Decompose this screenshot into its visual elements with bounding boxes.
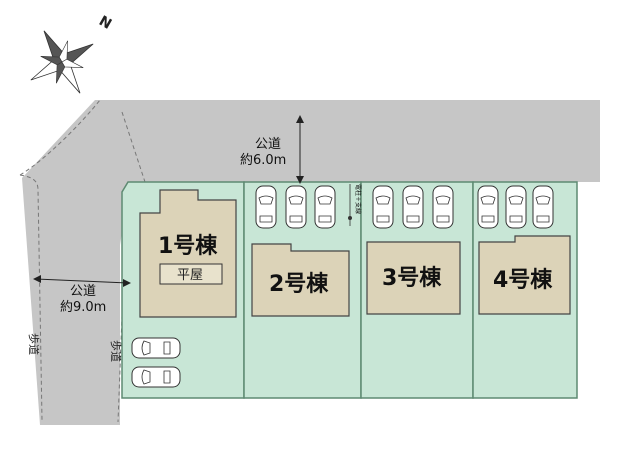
sidewalk-right-label: 歩道 [109, 340, 123, 362]
building-3 [366, 241, 461, 315]
lot-1-note-box [159, 263, 223, 285]
arrow-head-icon [296, 115, 304, 123]
car-icon [131, 337, 181, 359]
car-icon [477, 185, 499, 229]
car-icon [131, 366, 181, 388]
utility-pole-label: 電柱＋支線 [354, 184, 362, 214]
car-icon [314, 185, 336, 229]
buildings [139, 189, 571, 318]
arrow-head-icon [296, 176, 304, 184]
building-1 [139, 189, 237, 318]
car-icon [402, 185, 424, 229]
lot-1-label: 1号棟 [158, 233, 218, 259]
sidewalk-left-line [19, 174, 43, 421]
west-road-name: 公道 [70, 284, 96, 299]
compass-star-icon [30, 30, 94, 94]
utility-pole: 電柱＋支線 [348, 184, 362, 226]
sidewalk-left-label: 歩道 [27, 333, 41, 355]
car-icon [532, 185, 554, 229]
lot-2-label: 2号棟 [269, 271, 329, 297]
road-labels: 公道 約6.0m 公道 約9.0m 歩道 歩道 [27, 137, 286, 362]
compass-north-label: N [96, 13, 114, 33]
dimension-lines [33, 115, 304, 287]
car-icon [432, 185, 454, 229]
arrow-head-icon [123, 279, 131, 287]
lot-labels: 1号棟 平屋 2号棟 3号棟 4号棟 [158, 233, 553, 297]
lot-1-note: 平屋 [177, 268, 203, 283]
lot-4-label: 4号棟 [493, 267, 553, 293]
car-icon [372, 185, 394, 229]
car-icon [285, 185, 307, 229]
car-icon [255, 185, 277, 229]
north-road-width: 約6.0m [240, 153, 286, 168]
pole-marker-icon [348, 216, 352, 220]
lot-3-label: 3号棟 [382, 265, 442, 291]
west-road-width: 約9.0m [60, 300, 106, 315]
parking-cars [131, 185, 554, 388]
road-surface-join [22, 100, 160, 182]
west-road-width-line [35, 278, 129, 284]
building-4 [478, 235, 571, 315]
arrow-head-icon [33, 275, 41, 283]
north-road-name: 公道 [255, 137, 281, 152]
car-icon [505, 185, 527, 229]
sidewalk-top-curve [19, 99, 101, 176]
compass-rose: N [30, 13, 114, 94]
building-2 [251, 243, 350, 317]
